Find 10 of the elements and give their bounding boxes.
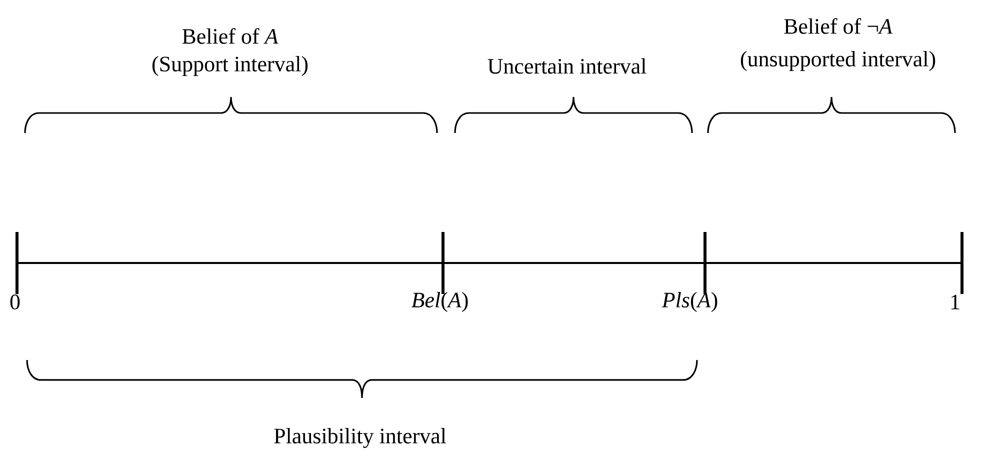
text-label: (Support interval) — [152, 56, 308, 76]
text-label: Bel(A) — [411, 292, 468, 312]
text-label: Pls(A) — [662, 292, 718, 312]
text-label: 1 — [951, 294, 960, 310]
text-label: Belief of ¬A — [784, 18, 892, 34]
text-label: Plausibility interval — [274, 428, 446, 448]
text-label: Belief of A — [182, 28, 278, 44]
text-label: Uncertain interval — [488, 58, 646, 74]
text-label: 0 — [10, 294, 20, 310]
text-label: (unsupported interval) — [740, 51, 936, 71]
